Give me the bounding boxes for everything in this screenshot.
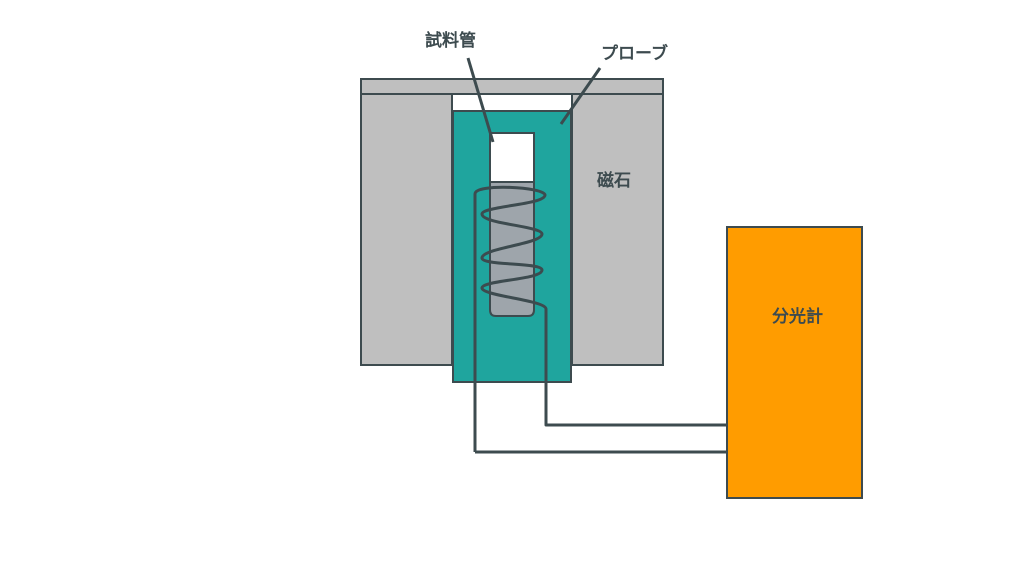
- magnet-right-pole: [571, 93, 664, 366]
- magnet-label: 磁石: [597, 170, 631, 191]
- magnet: [360, 78, 664, 366]
- probe-leader: [559, 67, 602, 125]
- magnet-left-pole: [360, 93, 453, 366]
- sample-tube-leader: [466, 57, 495, 143]
- sample-tube-empty-top: [489, 132, 535, 183]
- spectrometer-label: 分光計: [772, 306, 823, 327]
- magnet-top-bar: [360, 78, 664, 95]
- magnet-bore-gap: [451, 93, 573, 112]
- sample-tube-label: 試料管: [425, 30, 476, 51]
- rf-coil-wire: [473, 185, 726, 452]
- probe-label: プローブ: [601, 43, 668, 64]
- spectrometer: [726, 226, 863, 499]
